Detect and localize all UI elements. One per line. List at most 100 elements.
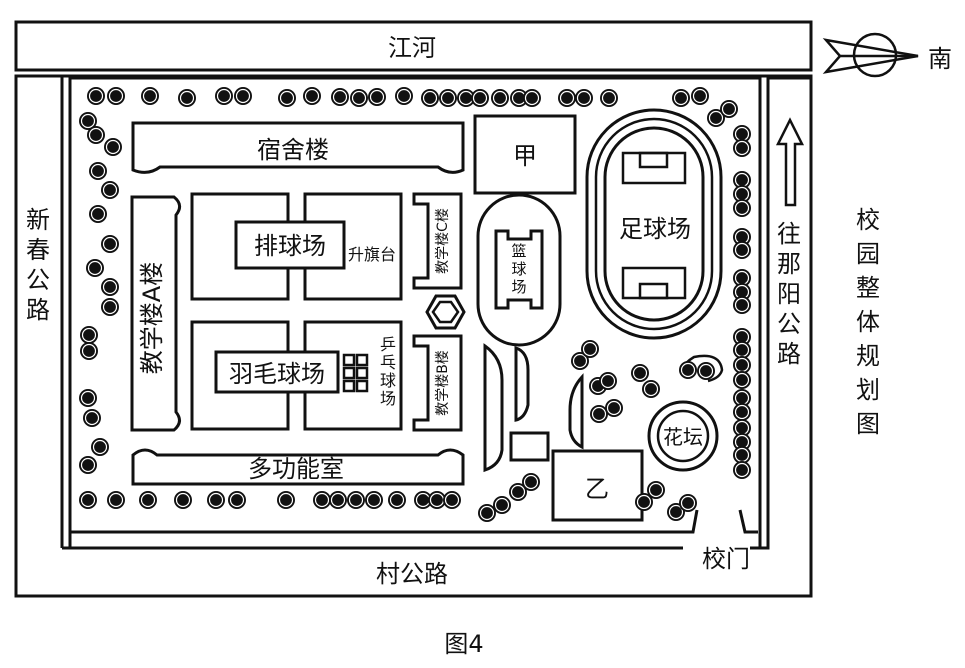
svg-text:图: 图 <box>856 410 880 438</box>
svg-text:整: 整 <box>856 274 880 302</box>
tree-ring <box>444 492 460 508</box>
outer-boundary <box>14 74 813 598</box>
basketball-court <box>494 229 544 310</box>
tree-ring <box>524 90 540 106</box>
svg-text:场: 场 <box>380 389 396 408</box>
river-label: 江河 <box>388 34 436 62</box>
building-yi <box>551 449 644 522</box>
tree-ring <box>479 505 495 521</box>
tree-ring <box>80 457 96 473</box>
svg-text:校: 校 <box>856 206 880 234</box>
svg-text:春: 春 <box>26 236 50 264</box>
svg-text:公: 公 <box>777 310 801 338</box>
tree-ring <box>304 88 320 104</box>
tree-ring <box>591 406 607 422</box>
svg-text:规: 规 <box>856 342 880 370</box>
tree-ring <box>348 492 364 508</box>
tree-ring <box>279 90 295 106</box>
multi-function-label: 多功能室 <box>248 455 344 483</box>
tree-ring <box>108 88 124 104</box>
tree-ring <box>140 492 156 508</box>
svg-text:划: 划 <box>856 376 880 404</box>
svg-text:篮: 篮 <box>511 242 526 260</box>
svg-text:场: 场 <box>511 278 526 296</box>
tree-ring <box>108 492 124 508</box>
tree-ring <box>668 504 684 520</box>
football-label: 足球场 <box>619 215 691 243</box>
tree-ring <box>80 113 96 129</box>
tree-ring <box>142 88 158 104</box>
teaching-a-label: 教学楼A楼 <box>138 262 166 374</box>
tree-ring <box>216 88 232 104</box>
basketball-track <box>476 193 562 347</box>
flower-bed-label: 花坛 <box>663 425 703 449</box>
tree-ring <box>708 110 724 126</box>
tree-ring <box>102 279 118 295</box>
dormitory-label: 宿舍楼 <box>257 136 329 164</box>
tree-ring <box>84 410 100 426</box>
tree-ring <box>643 381 659 397</box>
volleyball-label: 排球场 <box>254 232 326 260</box>
flag-platform-label: 升旗台 <box>348 245 396 264</box>
multi-function-building <box>131 448 465 486</box>
tree-ring <box>366 492 382 508</box>
compass-label: 南 <box>928 45 952 73</box>
tree-ring <box>510 484 526 500</box>
tree-ring <box>88 88 104 104</box>
svg-text:球: 球 <box>511 260 526 278</box>
tree-ring <box>396 88 412 104</box>
tree-ring <box>680 495 696 511</box>
tree-ring <box>229 492 245 508</box>
tree-ring <box>314 492 330 508</box>
tree-ring <box>734 200 750 216</box>
teaching-building-b <box>412 334 463 432</box>
svg-text:球: 球 <box>380 371 396 390</box>
svg-text:乒: 乒 <box>380 335 396 354</box>
tree-ring <box>523 474 539 490</box>
tree-ring <box>175 492 191 508</box>
west-road-label: 新 春 公 路 <box>26 206 50 324</box>
football-field-track <box>585 108 723 340</box>
teaching-c-label: 教学楼C楼 <box>435 208 451 274</box>
volleyball-court <box>234 220 346 270</box>
tree-ring <box>422 90 438 106</box>
tree-ring <box>278 492 294 508</box>
svg-text:园: 园 <box>856 240 880 268</box>
river-band <box>14 20 813 72</box>
basketball-label: 篮 球 场 <box>511 242 526 296</box>
map-title: 校 园 整 体 规 划 图 <box>856 206 880 438</box>
tree-ring <box>680 362 696 378</box>
svg-text:路: 路 <box>26 296 50 324</box>
tree-ring <box>492 90 508 106</box>
tree-ring <box>369 89 385 105</box>
tree-ring <box>559 90 575 106</box>
svg-text:那: 那 <box>777 250 801 278</box>
tree-ring <box>600 373 616 389</box>
building-jia-label: 甲 <box>513 142 537 170</box>
tree-ring <box>648 482 664 498</box>
hexagon-pavilion <box>425 294 466 330</box>
tree-ring <box>179 90 195 106</box>
tree-ring <box>636 494 652 510</box>
tree-ring <box>102 236 118 252</box>
tree-ring <box>92 439 108 455</box>
tree-ring <box>80 390 96 406</box>
tree-ring <box>80 492 96 508</box>
teaching-building-c <box>412 192 463 290</box>
tree-ring <box>734 462 750 478</box>
tree-ring <box>208 492 224 508</box>
tree-ring <box>88 127 104 143</box>
tree-ring <box>235 88 251 104</box>
tree-ring <box>734 372 750 388</box>
east-road-arrow-icon <box>775 117 805 207</box>
tree-ring <box>472 90 488 106</box>
tree-ring <box>721 101 737 117</box>
trees <box>79 87 751 522</box>
teaching-building-a <box>130 195 181 432</box>
gate-label: 校门 <box>702 545 750 573</box>
tree-ring <box>734 242 750 258</box>
badminton-label: 羽毛球场 <box>229 360 325 388</box>
svg-text:往: 往 <box>777 220 801 248</box>
tree-ring <box>632 365 648 381</box>
tree-ring <box>389 492 405 508</box>
